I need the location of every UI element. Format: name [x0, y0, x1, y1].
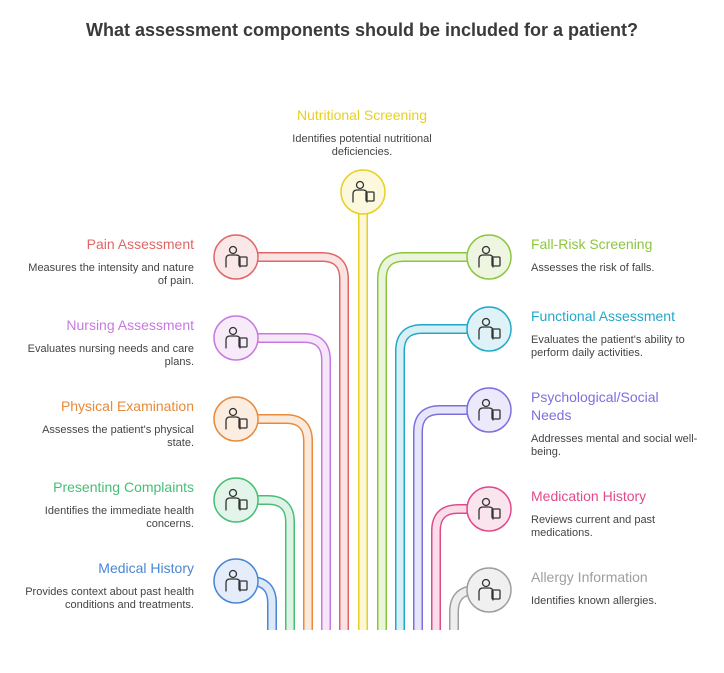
left-label-2: Physical Examination	[60, 398, 194, 414]
right-desc-0: Assesses the risk of falls.	[531, 262, 655, 274]
left-connector-2	[236, 415, 312, 630]
right-desc-2: Addresses mental and social well-being.	[531, 433, 698, 458]
right-label-0: Fall-Risk Screening	[531, 236, 653, 252]
node-layer	[213, 169, 512, 613]
right-connector-1	[396, 325, 489, 630]
node-circle	[466, 234, 512, 280]
allergy-node	[466, 567, 512, 613]
psychosocial-icon	[478, 398, 501, 421]
left-label-1: Nursing Assessment	[66, 317, 194, 333]
pain-assessment-node	[213, 234, 259, 280]
right-connector-3	[432, 505, 489, 630]
nutrition-node	[340, 169, 386, 215]
psychosocial-node	[466, 387, 512, 433]
left-label-4: Medical History	[98, 560, 194, 576]
left-desc-2: Assesses the patient's physical state.	[42, 424, 194, 449]
left-connector-0	[236, 253, 348, 630]
node-circle	[466, 567, 512, 613]
left-desc-4: Provides context about past health condi…	[25, 586, 194, 611]
right-label-1: Functional Assessment	[531, 308, 675, 324]
medication-icon	[478, 497, 501, 520]
functional-assessment-icon	[478, 317, 501, 340]
center-desc: Identifies potential nutritional deficie…	[292, 133, 432, 158]
node-circle	[466, 306, 512, 352]
right-label-4: Allergy Information	[531, 569, 648, 585]
page-title: What assessment components should be inc…	[85, 20, 639, 40]
medical-record-icon	[225, 569, 248, 592]
nursing-bed-node	[213, 315, 259, 361]
left-connector-1	[236, 334, 330, 630]
node-circle	[340, 169, 386, 215]
right-connector-0	[378, 253, 489, 630]
nursing-bed-icon	[225, 326, 248, 349]
fall-risk-icon	[478, 245, 501, 268]
right-label-2: Psychological/Social Needs	[531, 389, 659, 423]
medical-record-node	[213, 558, 259, 604]
fall-risk-node	[466, 234, 512, 280]
node-circle	[466, 486, 512, 532]
left-desc-3: Identifies the immediate health concerns…	[44, 505, 194, 530]
right-desc-1: Evaluates the patient's ability to perfo…	[531, 334, 685, 359]
right-desc-4: Identifies known allergies.	[531, 595, 657, 607]
left-label-3: Presenting Complaints	[53, 479, 194, 495]
node-circle	[213, 234, 259, 280]
right-connector-2	[414, 406, 489, 630]
nutrition-icon	[352, 180, 375, 203]
left-desc-1: Evaluates nursing needs and care plans.	[27, 343, 194, 368]
node-circle	[213, 315, 259, 361]
left-label-0: Pain Assessment	[86, 236, 194, 252]
medication-node	[466, 486, 512, 532]
node-circle	[213, 396, 259, 442]
node-circle	[466, 387, 512, 433]
right-desc-3: Reviews current and past medications.	[531, 514, 656, 539]
node-circle	[213, 558, 259, 604]
physical-exam-icon	[225, 407, 248, 430]
right-label-3: Medication History	[531, 488, 647, 504]
pain-assessment-icon	[225, 245, 248, 268]
left-desc-0: Measures the intensity and nature of pai…	[28, 262, 194, 287]
center-label: Nutritional Screening	[297, 107, 427, 123]
complaint-icon	[225, 488, 248, 511]
physical-exam-node	[213, 396, 259, 442]
functional-assessment-node	[466, 306, 512, 352]
node-circle	[213, 477, 259, 523]
left-connector-3	[236, 496, 294, 630]
complaint-node	[213, 477, 259, 523]
connector-layer	[236, 212, 489, 630]
allergy-icon	[478, 578, 501, 601]
